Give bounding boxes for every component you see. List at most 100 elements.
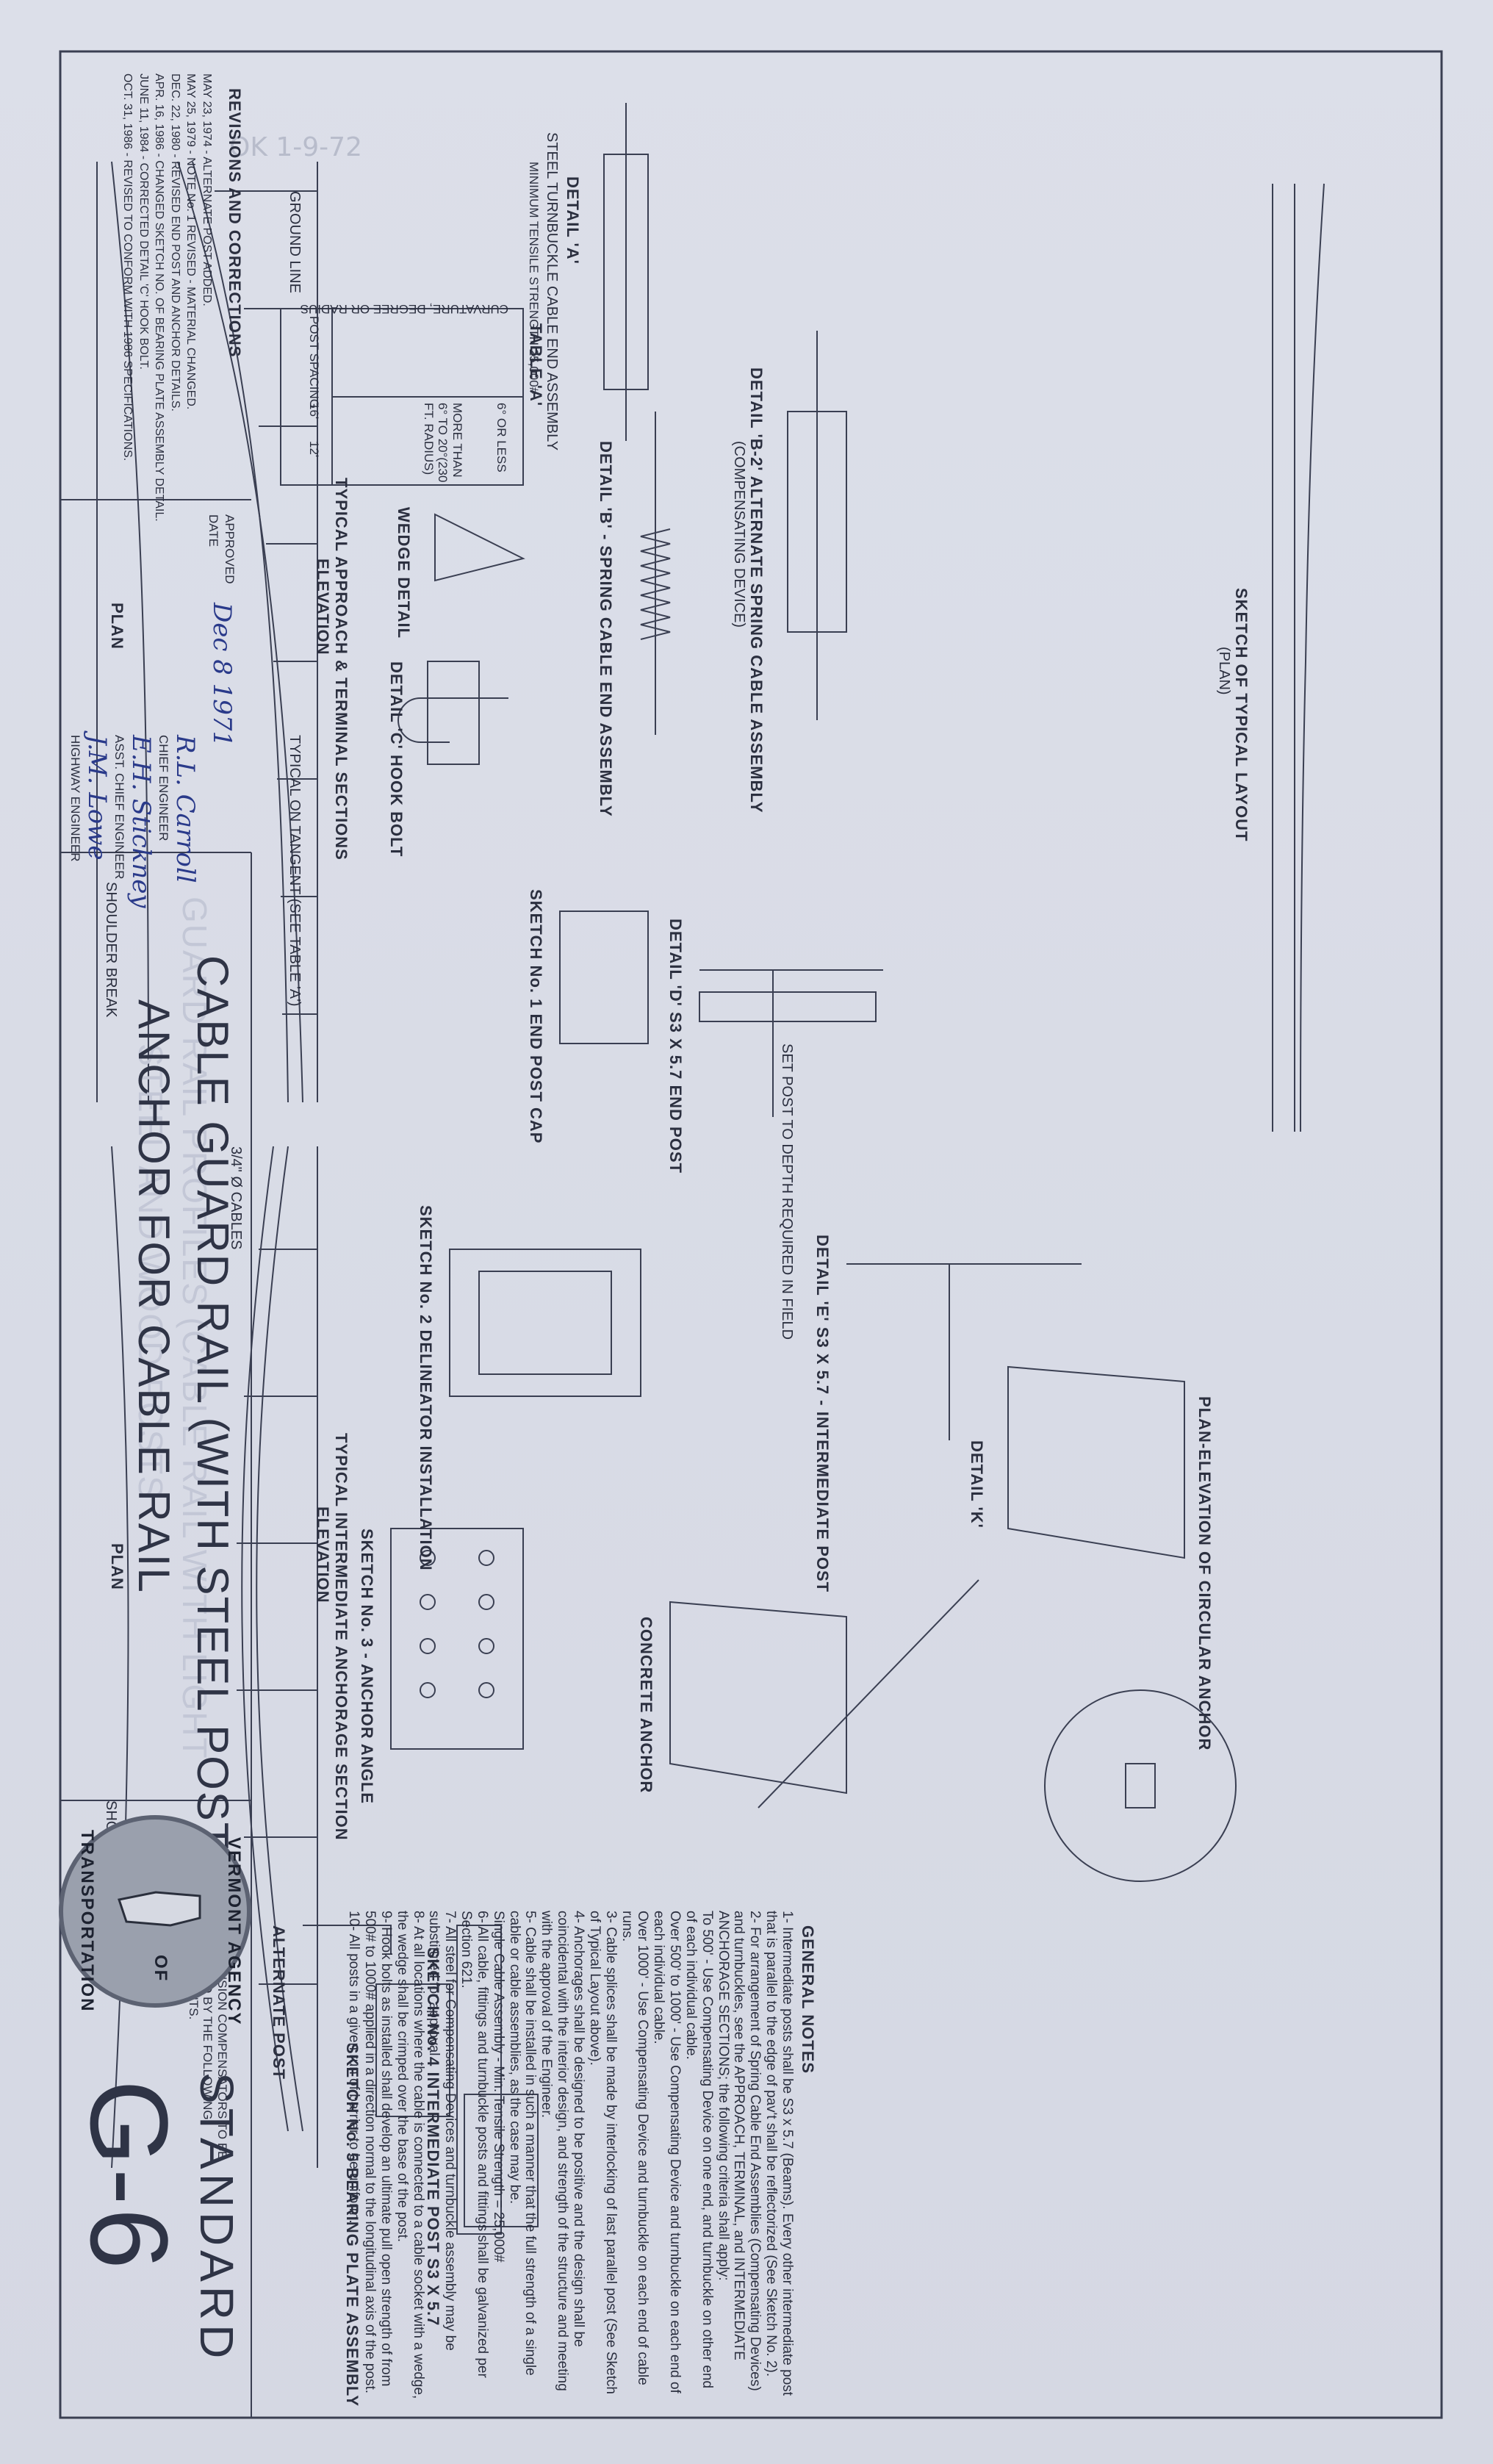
sheet-border [59, 50, 1443, 2419]
label-wedge-detail: WEDGE DETAIL [395, 507, 413, 639]
alternate-post-profile [303, 1925, 392, 1955]
heading-approach-sections: TYPICAL APPROACH & TERMINAL SECTIONS [332, 478, 350, 861]
heading-intermediate-elevation: ELEVATION [314, 1506, 332, 1603]
general-note: 1- Intermediate posts shall be S3 x 5.7 … [763, 1911, 795, 2396]
label-ground-line: GROUND LINE [287, 191, 303, 293]
general-note: 10- All posts in a given run of barrier … [346, 1911, 362, 2224]
circular-anchor-plan [1044, 1689, 1237, 1882]
general-note: 5- Cable shall be installed in such a ma… [506, 1911, 539, 2376]
label-sketch1: SKETCH No. 1 END POST CAP [527, 889, 545, 1144]
label-steel-turnbuckle: STEEL TURNBUCKLE CABLE END ASSEMBLY [544, 132, 560, 451]
approval-date: Dec 8 1971 [207, 603, 237, 747]
general-note: 7- All steel for Compensating Devices an… [426, 1911, 458, 2351]
standard-number: G-6 [68, 2080, 191, 2273]
asst-chief-engineer-label: ASST. CHIEF ENGINEER [112, 735, 126, 880]
seal-text-of: OF [151, 1955, 170, 1983]
seal-text-top: VERMONT AGENCY [224, 1837, 244, 2026]
highway-engineer-label: HIGHWAY ENGINEER [68, 735, 82, 862]
end-post-side [699, 991, 877, 1022]
anchor-rods [758, 1579, 979, 1809]
bearing-plate [464, 2094, 539, 2227]
signature-2: E.H. Stickney [126, 735, 156, 908]
end-post-cap [559, 910, 649, 1044]
revision-line: JUNE 11, 1984 - CORRECTED DETAIL 'C' HOO… [137, 73, 150, 370]
intermediate-cable-upper [256, 1146, 303, 2132]
anchor-angle-plate [390, 1528, 524, 1750]
wedge-outline [434, 513, 525, 582]
layout-cable-1 [1305, 183, 1325, 662]
pencil-note: OK 1-9-72 [229, 132, 362, 162]
general-note: 9- Hook bolts as installed shall develop… [362, 1911, 394, 2394]
label-sketch2: SKETCH No. 2 DELINEATOR INSTALLATION [417, 1205, 435, 1571]
general-note: Single Cable Assembly - Min. Tensile Str… [490, 1911, 506, 2263]
intermediate-cable-lower [241, 1146, 289, 2132]
title-line-1: CABLE GUARD RAIL (WITH STEEL POSTS) [188, 955, 237, 1898]
label-hook-bolt: DETAIL 'C' HOOK BOLT [387, 661, 406, 858]
label-set-post: SET POST TO DEPTH REQUIRED IN FIELD [779, 1044, 795, 1340]
vermont-state-icon [118, 1891, 201, 1927]
label-sketch-typical-layout: SKETCH OF TYPICAL LAYOUT [1232, 588, 1251, 842]
revision-line: APR. 16, 1986 - CHANGED SKETCH NO. OF BE… [153, 73, 166, 522]
heading-approach-elevation: ELEVATION [314, 558, 332, 655]
label-plan-paren: (PLAN) [1216, 647, 1232, 695]
general-note: 4- Anchorages shall be designed to be po… [539, 1911, 587, 2391]
concrete-anchor-block [669, 1601, 847, 1795]
table-a-r2c2: 12' [307, 441, 321, 458]
general-note: 2- For arrangement of Spring Cable End A… [715, 1911, 763, 2391]
label-typical-tangent: TYPICAL ON TANGENT (SEE TABLE 'A') [287, 735, 303, 1007]
table-a-r1c2: 16' [307, 403, 321, 420]
heading-intermediate-plan: PLAN [108, 1543, 126, 1590]
label-detail-a: DETAIL 'A' [564, 176, 582, 265]
general-note: 6- All cable, fittings and turnbuckle po… [458, 1911, 490, 2378]
label-end-post: DETAIL 'D' S3 X 5.7 END POST [666, 919, 685, 1174]
revision-line: DEC. 22, 1980 - REVISED END POST AND ANC… [168, 73, 181, 412]
label-compensating: (COMPENSATING DEVICE) [731, 441, 747, 628]
title-line-2: ANCHOR FOR CABLE RAIL [129, 999, 179, 1594]
approach-plan-rail [111, 161, 149, 1103]
table-a-r1c1: 6° OR LESS [494, 403, 508, 473]
vermont-agency-seal [59, 1815, 251, 2008]
table-a-col2: POST SPACING [307, 316, 321, 409]
approved-label: APPROVED [223, 514, 237, 584]
revision-line: MAY 25, 1979 - NOTE No. 1 REVISED - MATE… [184, 73, 198, 410]
revision-line: OCT. 31, 1986 - REVISED TO CONFORM WITH … [121, 73, 134, 461]
revision-line: MAY 23, 1974 - ALTERNATE POST ADDED. [201, 73, 213, 306]
chief-engineer-label: CHIEF ENGINEER [157, 735, 170, 841]
general-notes-list: 1- Intermediate posts shall be S3 x 5.7 … [345, 1911, 795, 2403]
circular-anchor-elevation [1007, 1365, 1185, 1559]
sketch4-post [456, 1925, 502, 2235]
heading-intermediate-section: TYPICAL INTERMEDIATE ANCHORAGE SECTION [332, 1433, 350, 1841]
seal-text-bottom: TRANSPORTATION [77, 1830, 97, 2013]
label-intermediate-post: DETAIL 'E' S3 X 5.7 - INTERMEDIATE POST [813, 1235, 832, 1593]
heading-approach-plan: PLAN [108, 603, 126, 650]
signature-3: J.M. Lowe [82, 735, 112, 861]
table-a-r2c1: MORE THAN 6° TO 20°(230 FT. RADIUS) [421, 403, 464, 483]
revisions-heading: REVISIONS AND CORRECTIONS [226, 88, 244, 358]
label-detail-k: DETAIL 'K' [968, 1440, 986, 1529]
revisions-list: MAY 23, 1974 - ALTERNATE POST ADDED.MAY … [119, 73, 215, 522]
label-sketch3: SKETCH No. 3 - ANCHOR ANGLE [358, 1529, 376, 1804]
table-a-col1: CURVATURE, DEGREE OR RADIUS [300, 302, 508, 316]
approach-cable-lower [192, 161, 289, 1103]
hook-bolt-outline [397, 697, 508, 743]
general-note: 8- At all locations where the cable is c… [394, 1911, 426, 2399]
general-note: Over 1000' - Use Compensating Device and… [619, 1911, 651, 2385]
general-note: 3- Cable splices shall be made by interl… [586, 1911, 619, 2394]
intermediate-plan-rail [111, 1146, 129, 2169]
label-circular-anchor: PLAN-ELEVATION OF CIRCULAR ANCHOR [1195, 1396, 1214, 1751]
label-detail-b2: DETAIL 'B-2' ALTERNATE SPRING CABLE ASSE… [747, 367, 766, 813]
layout-cable-2 [1300, 661, 1306, 1132]
general-notes-title: GENERAL NOTES [799, 1925, 817, 2075]
anchor-angle-holes [420, 1550, 494, 1698]
standard-label: STANDARD [190, 2072, 243, 2363]
hook-bolt-plate [427, 661, 480, 765]
delineator-plate [449, 1249, 641, 1397]
intermediate-posts [237, 1249, 317, 1985]
label-shoulder-break: SHOULDER BREAK [103, 882, 119, 1018]
label-concrete-anchor: CONCRETE ANCHOR [637, 1617, 655, 1794]
general-note: To 500' - Use Compensating Device on one… [683, 1911, 715, 2389]
label-alternate-post: ALTERNATE POST [270, 1925, 288, 2080]
